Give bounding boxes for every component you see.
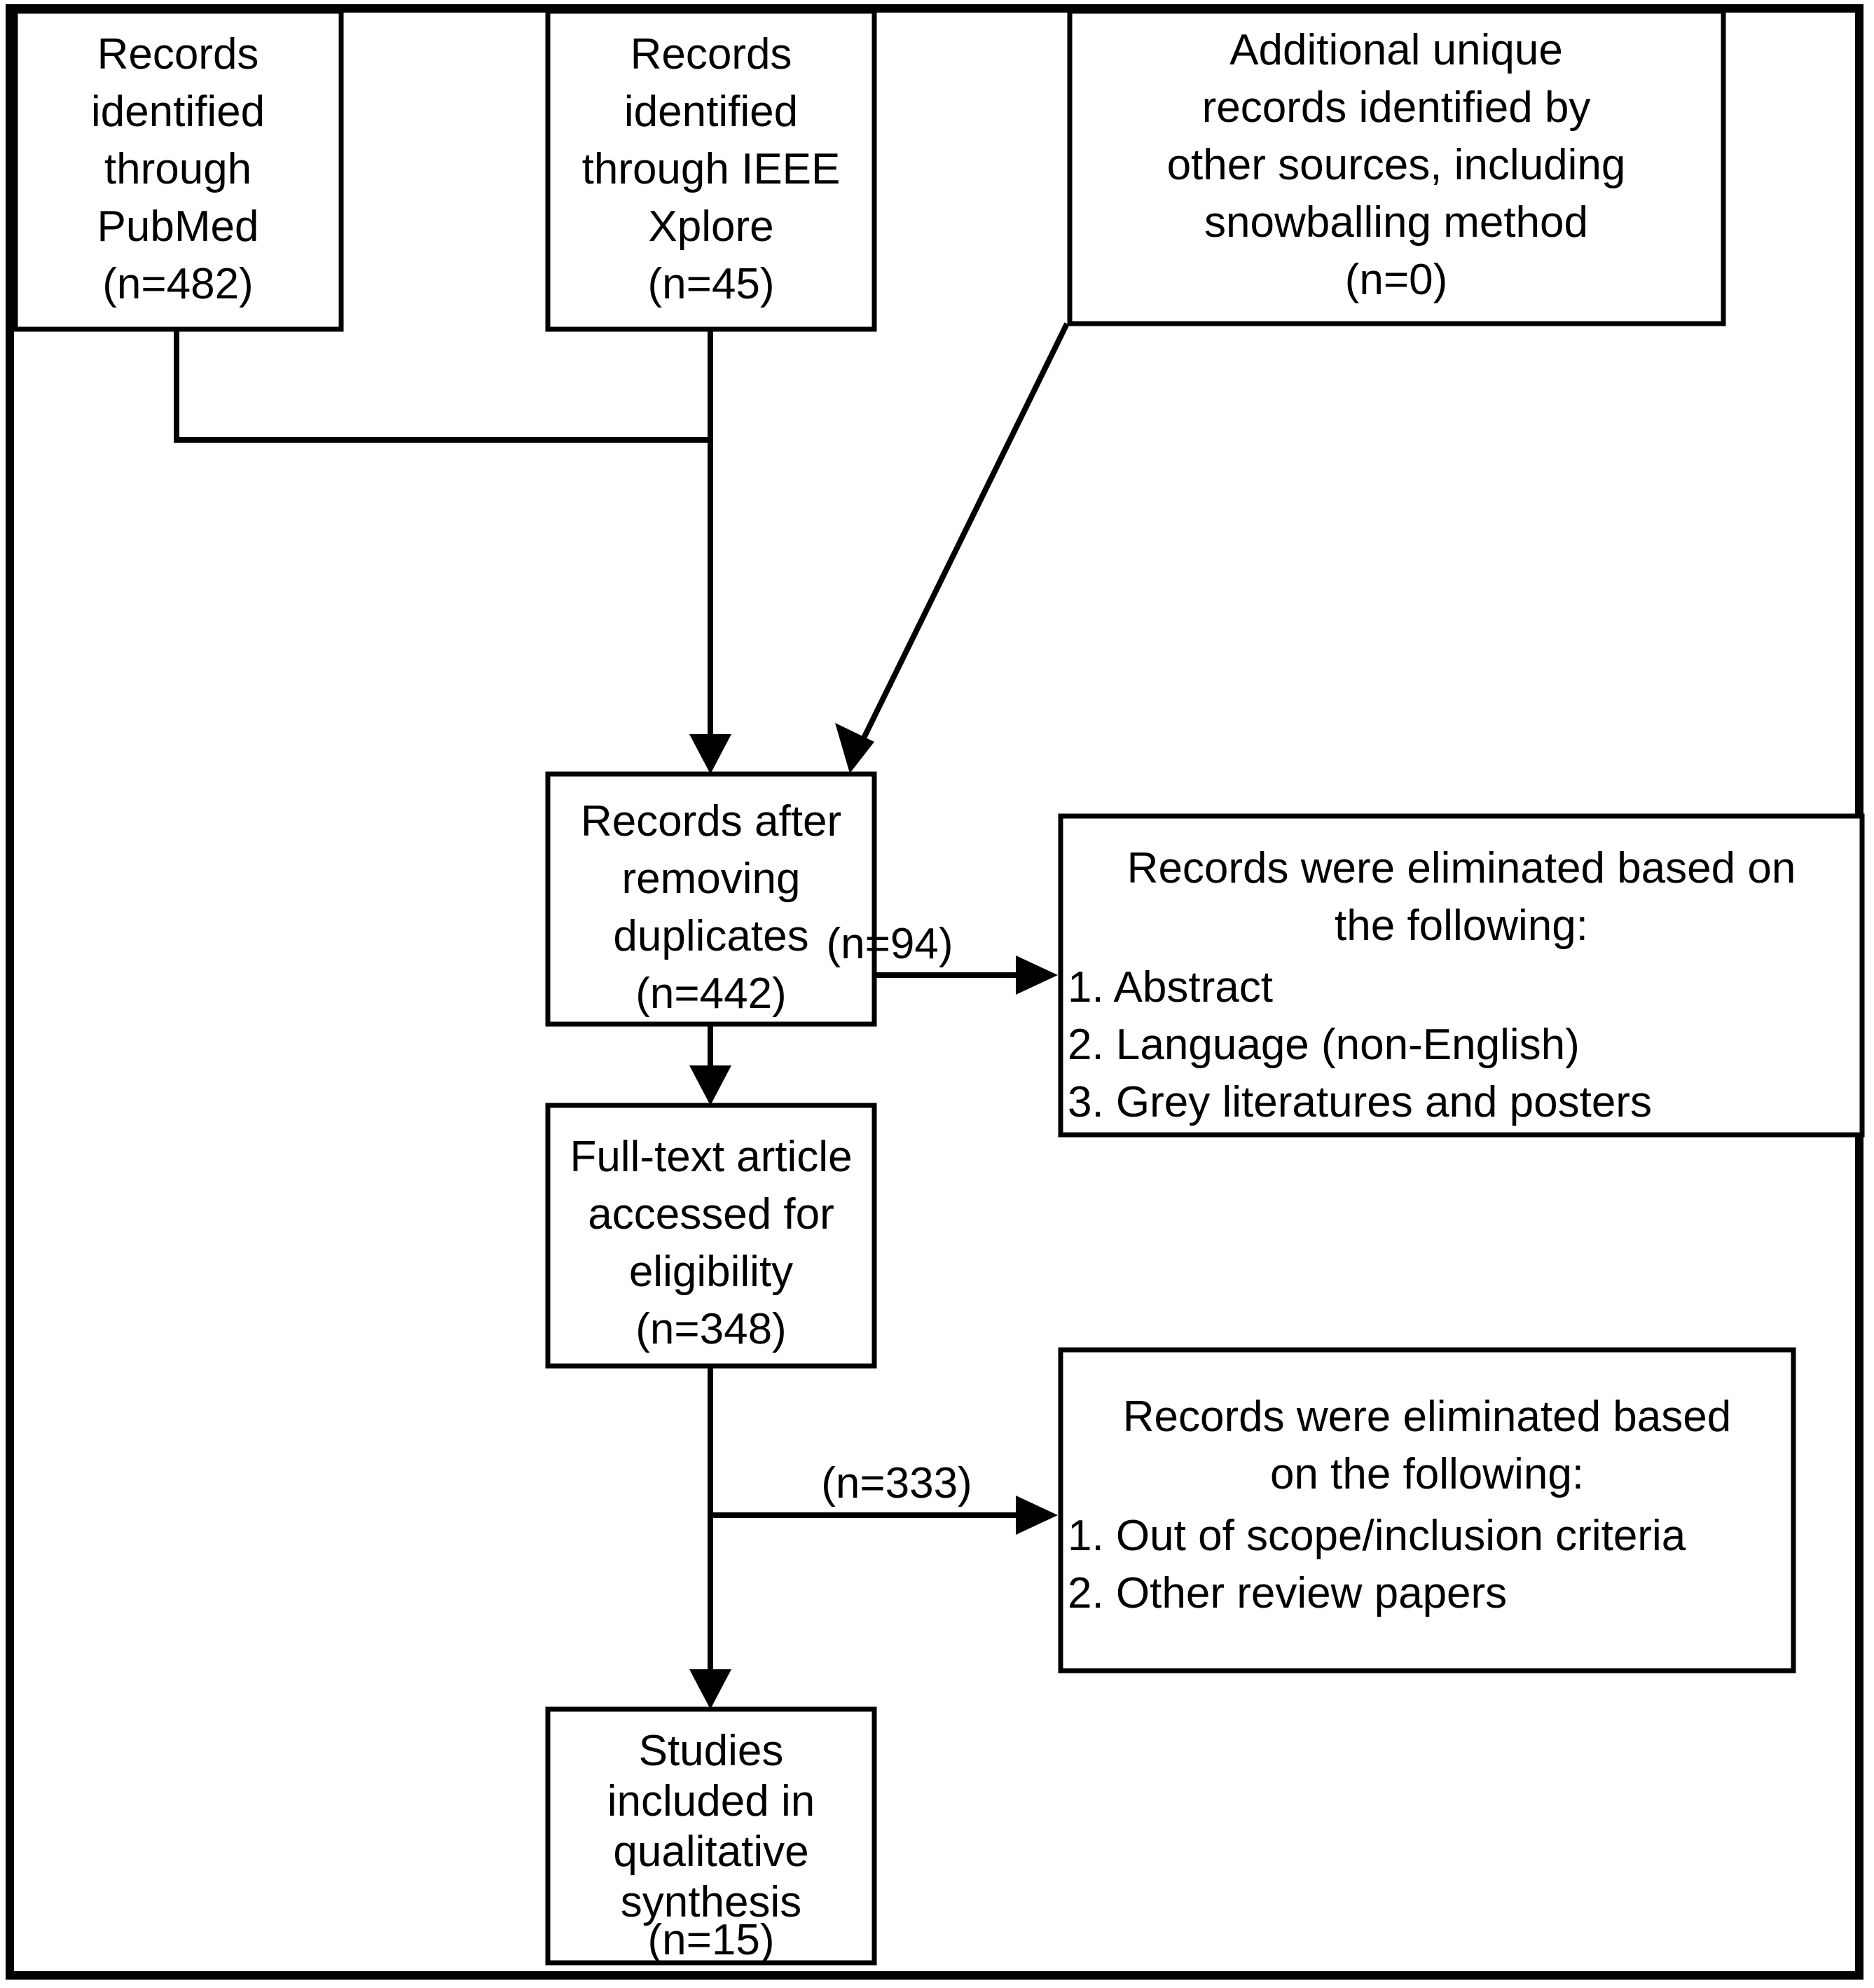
connector-pubmed-to-merge — [174, 329, 710, 443]
included-line-2: included in — [607, 1777, 815, 1825]
exclusion-screening-box — [1058, 813, 1865, 1138]
exclusion-eligibility-box — [1058, 1347, 1796, 1673]
arrowhead-into-included — [689, 1669, 731, 1709]
exclusion-screening-heading-1: Records were eliminated based on — [1127, 844, 1796, 892]
other-sources-line-4: snowballing method — [1204, 198, 1588, 247]
edge-label-eligibility-excluded: (n=333) — [821, 1459, 972, 1507]
fulltext-box — [545, 1103, 877, 1369]
included-line-1: Studies — [639, 1727, 784, 1775]
arrowhead-diagonal-into-after-duplicates — [835, 723, 874, 773]
node-records-eliminated-screening[interactable]: Records were eliminated based on the fol… — [1058, 813, 1865, 1138]
ieee-line-3: through IEEE — [582, 145, 841, 193]
other-sources-line-3: other sources, including — [1167, 141, 1626, 189]
arrowhead-into-fulltext — [689, 1065, 731, 1105]
ieee-box — [545, 8, 877, 332]
included-count: (n=15) — [648, 1916, 775, 1964]
fulltext-line-2: accessed for — [588, 1190, 834, 1238]
exclusion-screening-reason-1: 1. Abstract — [1068, 963, 1273, 1012]
included-line-4: synthesis — [621, 1878, 801, 1926]
exclusion-screening-reason-2: 2. Language (non-English) — [1068, 1021, 1580, 1069]
included-line-3: qualitative — [613, 1828, 808, 1876]
arrowhead-into-exclusion-eligibility — [1016, 1496, 1058, 1535]
node-additional-unique-records[interactable]: Additional unique records identified by … — [1067, 8, 1726, 326]
after-duplicates-line-3: duplicates — [613, 912, 808, 960]
fulltext-count: (n=348) — [635, 1305, 786, 1353]
included-box — [545, 1706, 877, 1966]
after-duplicates-line-1: Records after — [581, 797, 841, 845]
pubmed-line-4: PubMed — [97, 202, 259, 251]
node-records-after-removing-duplicates[interactable]: Records after removing duplicates (n=442… — [545, 771, 877, 1027]
fulltext-line-3: eligibility — [629, 1248, 793, 1296]
ieee-line-2: identified — [624, 88, 798, 136]
fulltext-line-1: Full-text article — [570, 1133, 852, 1181]
edge-label-screening-excluded: (n=94) — [827, 920, 953, 968]
pubmed-box — [13, 8, 344, 332]
node-studies-included-qualitative-synthesis[interactable]: Studies included in qualitative synthesi… — [545, 1706, 877, 1966]
after-duplicates-line-2: removing — [622, 855, 801, 903]
ieee-count: (n=45) — [648, 260, 775, 308]
node-records-identified-pubmed[interactable]: Records identified through PubMed (n=482… — [13, 8, 344, 332]
pubmed-line-3: through — [104, 145, 252, 193]
node-records-identified-ieee[interactable]: Records identified through IEEE Xplore (… — [545, 8, 877, 332]
exclusion-eligibility-reason-2: 2. Other review papers — [1068, 1569, 1507, 1617]
arrowhead-into-exclusion-screening — [1016, 955, 1058, 995]
arrowhead-into-after-duplicates — [689, 734, 731, 774]
other-sources-box — [1067, 8, 1726, 326]
ieee-line-4: Xplore — [648, 202, 773, 251]
node-records-eliminated-eligibility[interactable]: Records were eliminated based on the fol… — [1058, 1347, 1796, 1673]
exclusion-eligibility-reason-1: 1. Out of scope/inclusion criteria — [1068, 1512, 1686, 1560]
other-sources-line-2: records identified by — [1202, 83, 1591, 132]
exclusion-screening-reason-3: 3. Grey literatures and posters — [1068, 1078, 1652, 1126]
exclusion-eligibility-heading-1: Records were eliminated based — [1123, 1393, 1731, 1441]
other-sources-line-1: Additional unique — [1229, 26, 1563, 74]
ieee-line-1: Records — [631, 30, 792, 78]
pubmed-count: (n=482) — [102, 260, 253, 308]
exclusion-eligibility-heading-2: on the following: — [1270, 1450, 1584, 1498]
pubmed-line-2: identified — [91, 88, 265, 136]
after-duplicates-box — [545, 771, 877, 1027]
pubmed-line-1: Records — [97, 30, 259, 78]
after-duplicates-count: (n=442) — [635, 969, 786, 1018]
node-full-text-articles-assessed[interactable]: Full-text article accessed for eligibili… — [545, 1103, 877, 1369]
other-sources-count: (n=0) — [1345, 256, 1447, 304]
connector-other-sources-to-after-duplicates — [853, 322, 1070, 755]
exclusion-screening-heading-2: the following: — [1335, 902, 1588, 950]
